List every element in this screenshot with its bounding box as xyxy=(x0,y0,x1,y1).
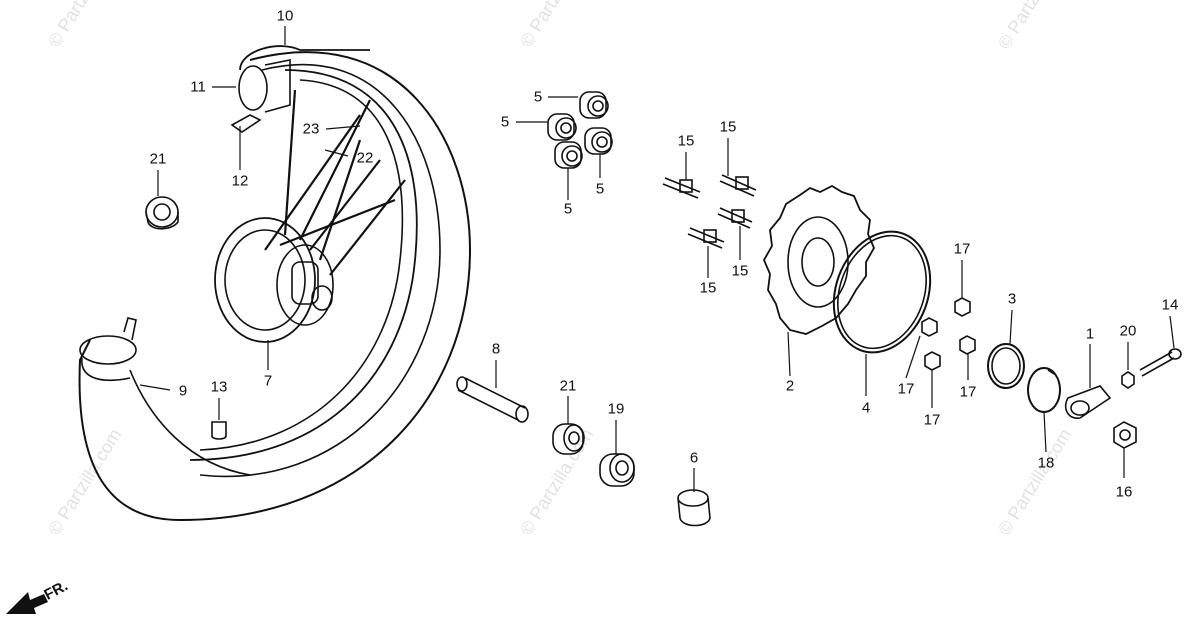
callout-6: 6 xyxy=(689,449,699,467)
callout-4: 4 xyxy=(861,399,871,417)
callout-5: 5 xyxy=(500,113,510,131)
callout-10: 10 xyxy=(276,7,294,25)
callout-12: 12 xyxy=(231,172,249,190)
callout-1: 1 xyxy=(1085,325,1095,343)
callout-19: 19 xyxy=(607,400,625,418)
callout-22: 22 xyxy=(356,149,374,167)
callout-20: 20 xyxy=(1119,322,1137,340)
callout-11: 11 xyxy=(190,78,206,96)
callout-23: 23 xyxy=(302,120,320,138)
callout-7: 7 xyxy=(263,372,273,390)
callout-2: 2 xyxy=(785,377,795,395)
circlip xyxy=(1027,367,1061,413)
sprocket-nuts xyxy=(921,297,976,371)
callout-16: 16 xyxy=(1115,483,1133,501)
front-direction-arrow xyxy=(6,592,48,614)
callout-3: 3 xyxy=(1007,290,1017,308)
callout-9: 9 xyxy=(178,382,188,400)
callout-5: 5 xyxy=(563,200,573,218)
rim xyxy=(189,69,418,461)
wheel-bearing-left xyxy=(145,196,179,230)
oil-seal xyxy=(599,453,635,487)
adjuster-nut xyxy=(1121,371,1135,389)
collar xyxy=(677,489,711,527)
callout-5: 5 xyxy=(533,88,543,106)
callout-8: 8 xyxy=(491,340,501,358)
callout-17: 17 xyxy=(959,383,977,401)
callout-15: 15 xyxy=(699,279,717,297)
callout-17: 17 xyxy=(923,411,941,429)
o-ring xyxy=(832,230,932,354)
tire-tube xyxy=(230,45,370,133)
hub xyxy=(214,217,334,343)
callout-14: 14 xyxy=(1161,296,1179,314)
callout-21: 21 xyxy=(559,377,577,395)
callout-21: 21 xyxy=(149,150,167,168)
callout-17: 17 xyxy=(953,240,971,258)
callout-13: 13 xyxy=(210,378,228,396)
callout-15: 15 xyxy=(677,132,695,150)
axle-nut xyxy=(1113,421,1137,449)
driven-sprocket xyxy=(762,184,876,335)
callout-17: 17 xyxy=(897,380,915,398)
chain-adjuster xyxy=(1064,385,1112,419)
sprocket-bolts xyxy=(662,174,757,249)
callout-15: 15 xyxy=(719,118,737,136)
adjuster-bolt xyxy=(1139,348,1182,377)
callout-5: 5 xyxy=(595,180,605,198)
callout-15: 15 xyxy=(731,262,749,280)
wheel-bearing-right xyxy=(552,423,585,455)
spokes xyxy=(264,89,406,276)
leader-lines xyxy=(139,26,1175,492)
valve-cap xyxy=(211,421,227,440)
dust-seal xyxy=(987,343,1025,389)
axle-sleeve xyxy=(456,376,529,423)
tire xyxy=(78,51,472,522)
damper-rubbers xyxy=(547,91,613,169)
callout-18: 18 xyxy=(1037,454,1055,472)
